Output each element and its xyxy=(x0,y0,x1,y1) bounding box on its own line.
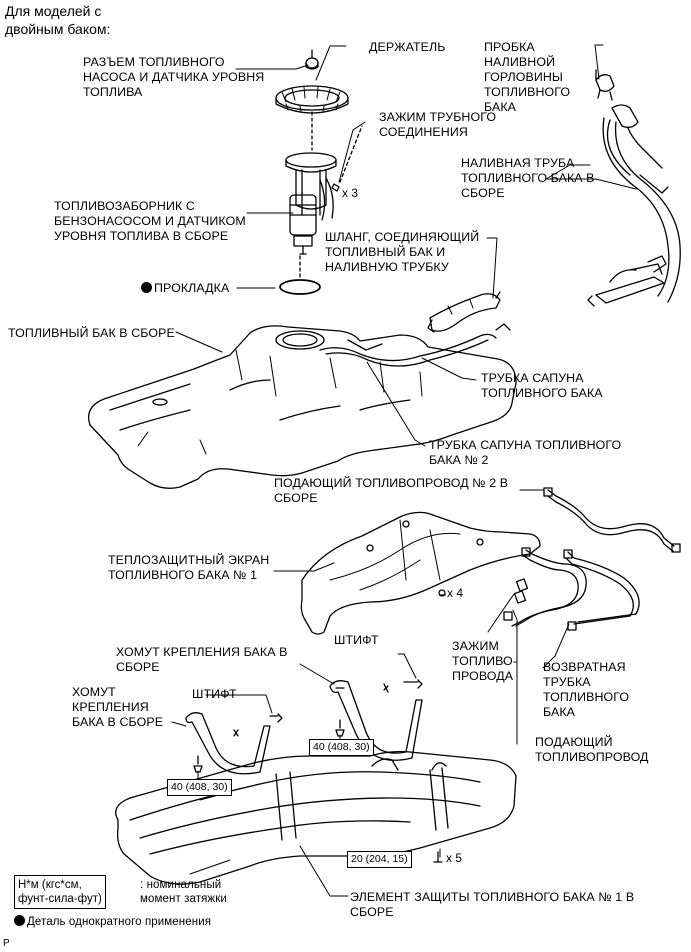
qty-tube-clamp: x 3 xyxy=(342,186,359,200)
legend-torque-description: : номинальный момент затяжки xyxy=(140,879,227,905)
label-connecting-hose: ШЛАНГ, СОЕДИНЯЮЩИЙ ТОПЛИВНЫЙ БАК И НАЛИВ… xyxy=(325,230,480,274)
label-heat-shield: ТЕПЛОЗАЩИТНЫЙ ЭКРАН ТОПЛИВНОГО БАКА № 1 xyxy=(108,553,270,582)
label-return-tube: ВОЗВРАТНАЯ ТРУБКА ТОПЛИВНОГО БАКА xyxy=(543,660,630,719)
legend-non-reusable: Деталь однократного применения xyxy=(14,915,211,930)
return-and-feed-pipe-part xyxy=(503,547,640,631)
non-reusable-marker xyxy=(141,282,152,293)
label-suction-assembly: ТОПЛИВОЗАБОРНИК С БЕНЗОНАСОСОМ И ДАТЧИКО… xyxy=(54,199,246,243)
torque-right-band: 40 (408, 30) xyxy=(309,739,374,756)
label-protector: ЭЛЕМЕНТ ЗАЩИТЫ ТОПЛИВНОГО БАКА № 1 В СБО… xyxy=(350,890,635,919)
label-filler-cap: ПРОБКА НАЛИВНОЙ ГОРЛОВИНЫ ТОПЛИВНОГО БАК… xyxy=(484,40,571,114)
label-gasket: ПРОКЛАДКА xyxy=(141,281,229,296)
fuel-tank-part xyxy=(87,323,517,489)
legend-torque-unit: Н*м (кгс*см, фунт-сила-фут) xyxy=(14,875,106,909)
torque-left-band: 40 (408, 30) xyxy=(167,779,232,796)
qty-heat-shield: x 4 xyxy=(447,586,464,600)
label-tube-clamp: ЗАЖИМ ТРУБНОГО СОЕДИНЕНИЯ xyxy=(379,110,497,139)
label-feed-pipe-2: ПОДАЮЩИЙ ТОПЛИВОПРОВОД № 2 В СБОРЕ xyxy=(274,476,509,505)
label-filler-pipe: НАЛИВНАЯ ТРУБА ТОПЛИВНОГО БАКА В СБОРЕ xyxy=(461,156,595,200)
gasket-part xyxy=(279,279,321,295)
label-left-band: ХОМУТ КРЕПЛЕНИЯ БАКА В СБОРЕ xyxy=(72,685,164,729)
label-left-pin: ШТИФТ xyxy=(192,687,237,701)
label-fuel-clamp: ЗАЖИМ ТОПЛИВО- ПРОВОДА xyxy=(452,639,518,683)
connecting-hose-part xyxy=(427,291,501,333)
filler-pipe-part xyxy=(587,104,681,307)
left-tank-band-part xyxy=(185,712,283,775)
corner-mark: P xyxy=(3,938,10,949)
tank-protector-part xyxy=(115,750,517,885)
label-right-pin: ШТИФТ xyxy=(334,633,379,647)
diagram-title-line2: двойным баком: xyxy=(5,21,111,37)
label-feed-pipe: ПОДАЮЩИЙ ТОПЛИВОПРОВОД xyxy=(535,735,649,764)
label-fuel-tank: ТОПЛИВНЫЙ БАК В СБОРЕ xyxy=(8,326,175,340)
label-holder: ДЕРЖАТЕЛЬ xyxy=(369,40,446,54)
label-gasket-text: ПРОКЛАДКА xyxy=(154,281,230,295)
label-breather-tube-2: ТРУБКА САПУНА ТОПЛИВНОГО БАКА № 2 xyxy=(429,438,622,467)
filler-cap-part xyxy=(595,69,615,101)
pump-connector-part xyxy=(305,49,319,70)
legend-non-reusable-text: Деталь однократного применения xyxy=(27,916,212,928)
right-tank-band-part xyxy=(329,679,423,761)
heat-shield-part xyxy=(300,511,541,635)
tube-joint-clip-part xyxy=(331,125,363,192)
torque-protector: 20 (204, 15) xyxy=(347,851,412,868)
label-right-band: ХОМУТ КРЕПЛЕНИЯ БАКА В СБОРЕ xyxy=(116,645,288,674)
fuel-pipe-clamp-part xyxy=(513,578,529,604)
label-pump-connector: РАЗЪЕМ ТОПЛИВНОГО НАСОСА И ДАТЧИКА УРОВН… xyxy=(83,55,265,99)
holder-ring-part xyxy=(275,85,349,114)
non-reusable-marker-legend xyxy=(14,915,25,926)
fuel-suction-assembly-part xyxy=(285,152,337,255)
leader-lines xyxy=(171,44,637,897)
label-breather-tube: ТРУБКА САПУНА ТОПЛИВНОГО БАКА xyxy=(481,371,603,400)
diagram-title-line1: Для моделей с xyxy=(5,3,102,19)
qty-protector: x 5 xyxy=(446,851,463,865)
feed-pipe-2-part xyxy=(543,487,681,553)
